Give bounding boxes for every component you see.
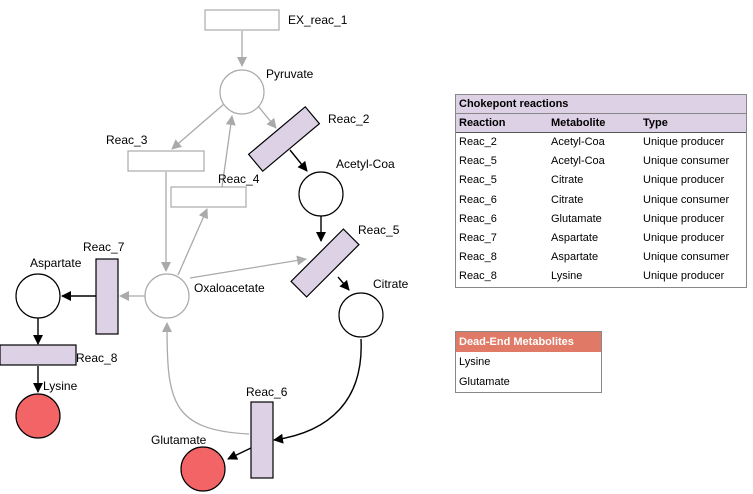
edge-reac-2-to-acetyl-coa <box>289 149 308 172</box>
reaction-reac-2[interactable] <box>247 105 321 173</box>
edge-pyruvate-to-reac-2 <box>257 105 277 129</box>
edge-pyruvate-to-reac-3 <box>171 103 225 150</box>
inactive-edges <box>119 31 307 435</box>
cell-reaction: Reac_5 <box>459 174 497 187</box>
edge-oxaloacetate-to-reac-5 <box>189 255 307 279</box>
label-reac-2: Reac_2 <box>328 112 370 126</box>
reaction-reac-3[interactable] <box>127 150 205 172</box>
cell-reaction: Reac_2 <box>459 136 497 148</box>
reaction-reac-5[interactable] <box>290 228 360 298</box>
label-reac-6: Reac_6 <box>246 385 288 399</box>
label-oxaloacetate: Oxaloacetate <box>194 281 265 295</box>
edge-reac-5-to-citrate <box>337 276 350 291</box>
cell-metabolite: Citrate <box>551 174 584 187</box>
label-lysine: Lysine <box>43 379 78 393</box>
cell-metabolite: Aspartate <box>551 251 599 264</box>
label-reac-4: Reac_4 <box>218 172 260 186</box>
label-reac-5: Reac_5 <box>358 223 400 237</box>
cell-metabolite: Acetyl-Coa <box>551 136 605 148</box>
label-reac-8: Reac_8 <box>76 351 118 365</box>
reaction-reac-8[interactable] <box>0 344 77 366</box>
table-row: Reac_6 Glutamate Unique producer <box>456 210 746 229</box>
cell-type: Unique consumer <box>643 251 730 264</box>
edge-reac-6-to-oxaloacetate <box>162 322 250 435</box>
edge-reac-6-to-glutamate <box>227 447 252 460</box>
list-item: Lysine <box>459 356 491 368</box>
label-reac-7: Reac_7 <box>83 240 125 254</box>
header-metabolite: Metabolite <box>551 117 606 129</box>
cell-metabolite: Aspartate <box>551 231 599 244</box>
metabolite-pyruvate[interactable] <box>219 69 265 115</box>
header-reaction: Reaction <box>459 117 506 129</box>
edge-citrate-to-reac-6 <box>273 338 362 444</box>
chokepoint-table-header: Reaction Metabolite Type <box>456 114 746 133</box>
cell-metabolite: Lysine <box>551 270 583 283</box>
edge-reac-4-to-pyruvate <box>221 115 236 188</box>
header-type: Type <box>643 117 668 129</box>
cell-reaction: Reac_7 <box>459 231 497 244</box>
dead-end-metabolites-table: Dead-End Metabolites Lysine Glutamate <box>455 331 602 393</box>
table-row: Reac_7 Aspartate Unique producer <box>456 229 746 248</box>
reaction-reac-6[interactable] <box>250 401 274 479</box>
table-row: Reac_8 Aspartate Unique consumer <box>456 248 746 267</box>
table-row: Reac_5 Acetyl-Coa Unique consumer <box>456 152 746 171</box>
edge-oxaloacetate-to-reac-4 <box>177 208 208 276</box>
table-row: Reac_5 Citrate Unique producer <box>456 171 746 190</box>
table-row: Reac_2 Acetyl-Coa Unique producer <box>456 133 746 152</box>
label-glutamate: Glutamate <box>151 433 207 447</box>
cell-reaction: Reac_8 <box>459 270 497 283</box>
cell-type: Unique consumer <box>643 155 730 168</box>
cell-metabolite: Acetyl-Coa <box>551 155 605 168</box>
cell-type: Unique producer <box>643 270 725 283</box>
table-row: Reac_8 Lysine Unique producer <box>456 267 746 286</box>
reaction-reac-4[interactable] <box>170 186 247 208</box>
label-ex-reac-1: EX_reac_1 <box>288 13 348 27</box>
metabolite-glutamate[interactable] <box>180 446 226 492</box>
reaction-ex-reac-1[interactable] <box>204 9 280 31</box>
chokepoint-reactions-table: Chokepont reactions Reaction Metabolite … <box>455 94 747 288</box>
label-pyruvate: Pyruvate <box>266 67 314 81</box>
chokepoint-table-title: Chokepont reactions <box>456 95 746 114</box>
cell-type: Unique producer <box>643 212 725 225</box>
cell-type: Unique consumer <box>643 193 730 206</box>
metabolite-aspartate[interactable] <box>15 273 61 319</box>
table-row: Reac_6 Citrate Unique consumer <box>456 191 746 210</box>
reaction-reac-7[interactable] <box>95 258 119 335</box>
active-edges <box>33 149 362 460</box>
cell-reaction: Reac_5 <box>459 155 497 168</box>
cell-type: Unique producer <box>643 231 725 244</box>
cell-reaction: Reac_8 <box>459 251 497 264</box>
metabolite-lysine[interactable] <box>15 393 61 439</box>
label-acetyl-coa: Acetyl-Coa <box>336 157 395 171</box>
list-item: Glutamate <box>459 376 510 388</box>
cell-reaction: Reac_6 <box>459 193 497 206</box>
cell-metabolite: Glutamate <box>551 212 602 225</box>
label-reac-3: Reac_3 <box>106 133 148 147</box>
cell-type: Unique producer <box>643 174 725 187</box>
cell-type: Unique producer <box>643 136 725 148</box>
cell-metabolite: Citrate <box>551 193 584 206</box>
metabolite-acetyl-coa[interactable] <box>298 171 344 217</box>
label-aspartate: Aspartate <box>30 256 82 270</box>
dead-end-table-title: Dead-End Metabolites <box>456 332 601 352</box>
metabolite-citrate[interactable] <box>338 292 384 338</box>
cell-reaction: Reac_6 <box>459 212 497 225</box>
label-citrate: Citrate <box>373 277 409 291</box>
metabolite-oxaloacetate[interactable] <box>144 273 190 319</box>
